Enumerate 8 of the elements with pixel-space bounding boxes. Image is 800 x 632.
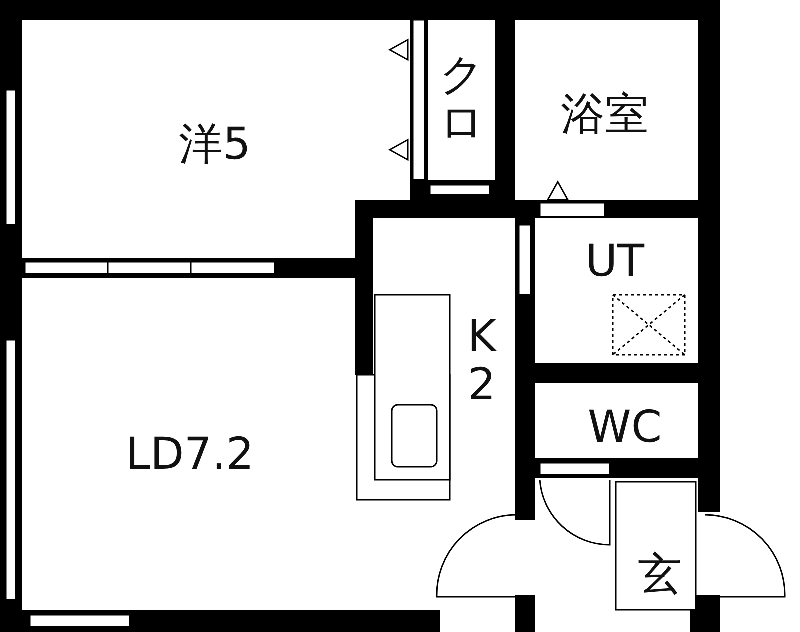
room-label: K 2 bbox=[466, 314, 498, 410]
room-label: LD7.2 bbox=[126, 430, 254, 480]
room-label: クロ bbox=[439, 52, 485, 148]
room-label: 洋5 bbox=[179, 120, 251, 170]
room-label: WC bbox=[588, 404, 662, 452]
room-label: 玄 bbox=[638, 550, 682, 600]
room-label: UT bbox=[585, 238, 645, 286]
room-label: 浴室 bbox=[561, 90, 649, 140]
